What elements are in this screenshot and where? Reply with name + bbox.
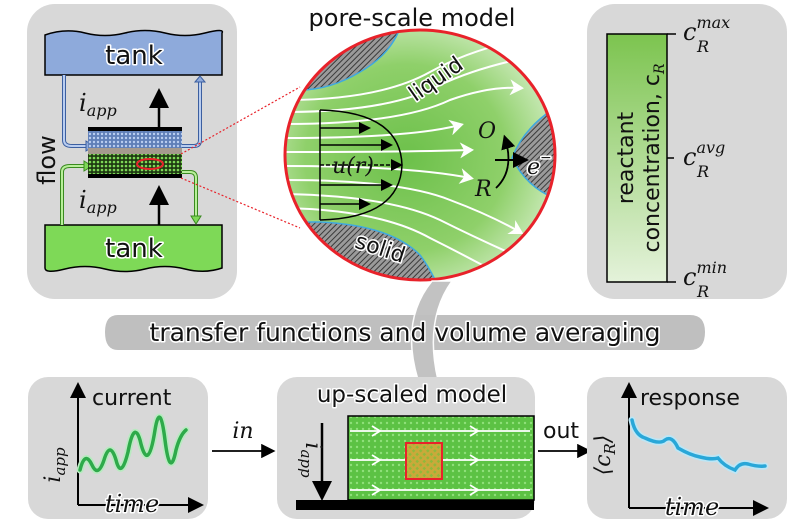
banner-background — [105, 315, 705, 350]
tick-label-max: cmax — [683, 13, 730, 46]
current-x-label: time — [105, 490, 159, 518]
concentration-panel: reactant concentration, cR cmax R cavg R… — [587, 4, 787, 301]
current-panel-title: current — [92, 386, 172, 411]
zoom-region-marker — [136, 158, 164, 170]
electron-label: e− — [527, 150, 552, 180]
current-top-label: iapp — [79, 89, 117, 120]
transfer-banner: transfer functions and volume averaging — [105, 315, 705, 350]
bar-label-line2: concentration, cR — [640, 63, 668, 252]
battery-cell — [88, 127, 182, 178]
tick-label-min-sub: R — [696, 282, 709, 301]
current-bottom-label: iapp — [79, 186, 117, 217]
response-x-label: time — [665, 493, 719, 521]
oxidized-species-label: O — [478, 119, 496, 144]
tank-top: tank — [44, 29, 224, 76]
upscaled-panel-title: up-scaled model — [317, 382, 507, 408]
response-signal-line — [630, 418, 767, 473]
tank-bottom: tank — [44, 224, 223, 273]
response-panel: response ⟨cR⟩ time — [587, 377, 787, 523]
output-label: out — [543, 419, 579, 444]
flow-cell-panel: tank tank — [27, 4, 237, 299]
tank-top-label: tank — [105, 41, 163, 71]
velocity-label: u(r) — [332, 154, 374, 179]
current-collector — [296, 500, 534, 510]
tick-label-avg-sub: R — [696, 162, 709, 181]
representative-volume — [405, 442, 443, 480]
pore-scale-panel: pore-scale model — [283, 4, 557, 282]
current-signal-line — [78, 415, 188, 473]
tick-label-min: cmin — [683, 258, 727, 291]
upscaled-panel: iapp up-scaled model — [277, 377, 535, 519]
banner-label: transfer functions and volume averaging — [150, 318, 661, 347]
zoom-line-top — [180, 86, 301, 155]
banner-label-overlay: transfer functions and volume averaging — [150, 318, 661, 347]
concentration-color-bar — [606, 33, 668, 283]
upscaled-current-label: iapp — [297, 442, 325, 478]
response-panel-title: response — [640, 386, 740, 411]
response-y-label: ⟨cR⟩ — [591, 435, 619, 476]
tick-label-max-sub: R — [696, 37, 709, 56]
panel-background — [587, 377, 787, 519]
zoom-line-bottom — [180, 177, 301, 229]
velocity-profile — [319, 109, 403, 221]
panel-background — [28, 377, 208, 519]
input-label: in — [232, 419, 253, 444]
redox-reaction-arrow — [495, 134, 516, 189]
reduced-species-label: R — [474, 177, 492, 202]
flow-label: flow — [33, 135, 61, 184]
tank-bottom-label: tank — [105, 234, 163, 264]
current-panel: current iapp time — [28, 377, 208, 520]
pore-scale-title: pore-scale model — [309, 4, 516, 32]
current-y-label: iapp — [41, 447, 69, 483]
bar-label-line1: reactant — [614, 111, 639, 204]
upscaled-streamlines — [350, 425, 530, 496]
tick-label-avg: cavg — [683, 138, 725, 171]
pore-scale-boundary — [283, 28, 557, 282]
